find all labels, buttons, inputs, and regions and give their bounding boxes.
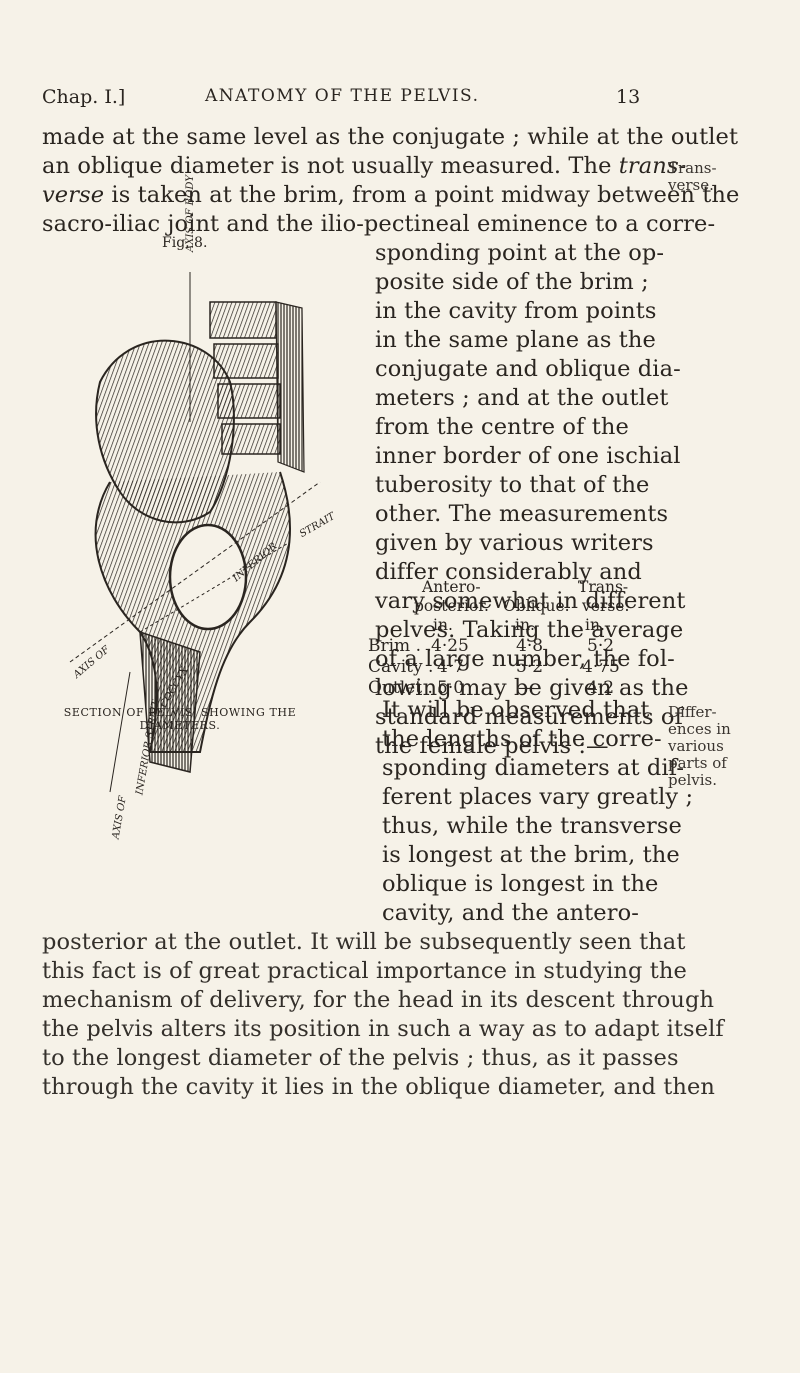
label-axis-of-bottom: AXIS OF [110, 795, 129, 840]
body-line: in the same plane as the [375, 327, 656, 353]
table-row-label-outlet: Outlet . . [368, 678, 444, 698]
body-line: ferent places vary greatly ; [382, 784, 694, 810]
table-header-ap-2: posterior. [414, 597, 489, 615]
body-line: the lengths of the corre- [382, 726, 662, 752]
body-line: tuberosity to that of the [375, 472, 650, 498]
body-line: differ considerably and [375, 559, 642, 585]
figure-caption: SECTION OF PELVIS, SHOWING THE DIAMETERS… [63, 706, 297, 732]
chapter-label: Chap. I.] [42, 86, 126, 108]
body-line: standard measurements of [375, 704, 683, 730]
body-line: other. The measurements [375, 501, 669, 527]
table-cell: 5·2 [516, 657, 544, 677]
body-line: mechanism of delivery, for the head in i… [42, 987, 715, 1013]
side-note-differences: Differ- ences in various parts of pelvis… [668, 703, 731, 789]
superior-strait-line [69, 481, 321, 663]
body-line: an oblique diameter is not usually measu… [42, 153, 687, 179]
table-unit: in. [585, 616, 605, 634]
table-cell: 4·7 [437, 657, 465, 677]
page-title: ANATOMY OF THE PELVIS. [205, 86, 480, 106]
body-line: of a large number, the fol- [375, 646, 675, 672]
pelvis-figure: Fig. 8. AXIS OF BO [40, 175, 340, 840]
body-line: cavity, and the antero- [382, 900, 639, 926]
table-cell: — [518, 678, 535, 698]
body-line: It will be observed that [382, 697, 650, 723]
table-cell: 4·2 [587, 678, 615, 698]
body-line: posite side of the brim ; [375, 269, 649, 295]
table-header-trans-1: Trans- [578, 578, 629, 596]
body-line: is longest at the brim, the [382, 842, 680, 868]
table-cell: 4·8 [516, 636, 544, 656]
body-line: given by various writers [375, 530, 654, 556]
body-line: sponding point at the op- [375, 240, 665, 266]
body-line: conjugate and oblique dia- [375, 356, 681, 382]
body-line: inner border of one ischial [375, 443, 681, 469]
running-head: Chap. I.] ANATOMY OF THE PELVIS. 13 [0, 86, 800, 110]
table-cell: 4·25 [431, 636, 469, 656]
body-line: vary somewhat in different [375, 588, 686, 614]
body-line: to the longest diameter of the pelvis ; … [42, 1045, 679, 1071]
body-line: sponding diameters at dif- [382, 755, 685, 781]
table-row-label-brim: Brim . . [368, 636, 432, 656]
page-number: 13 [616, 86, 641, 108]
body-line: through the cavity it lies in the obliqu… [42, 1074, 715, 1100]
axis-of-strait-line [109, 671, 131, 793]
table-cell: 5·2 [587, 636, 615, 656]
table-cell: 4·75 [582, 657, 620, 677]
body-line: oblique is longest in the [382, 871, 659, 897]
table-unit: in. [433, 616, 453, 634]
table-header-ap-1: Antero- [422, 578, 481, 596]
side-note-transverse: Trans- verse. [668, 159, 717, 194]
table-header-oblique: Oblique. [503, 597, 570, 615]
body-line: sacro-iliac joint and the ilio-pectineal… [42, 211, 716, 237]
body-line: verse is taken at the brim, from a point… [42, 182, 740, 208]
pelvis-section-illustration [69, 272, 321, 793]
body-line: the female pelvis :— [375, 733, 609, 759]
body-line: the pelvis alters its position in such a… [42, 1016, 724, 1042]
table-cell: 5·0 [437, 678, 465, 698]
table-unit: in. [515, 616, 535, 634]
body-line: thus, while the transverse [382, 813, 682, 839]
body-line: posterior at the outlet. It will be subs… [42, 929, 686, 955]
label-axis-of-body: AXIS OF BODY [185, 175, 196, 252]
table-header-trans-2: verse. [582, 597, 630, 615]
body-line: made at the same level as the conjugate … [42, 124, 739, 150]
inferior-strait-line [139, 541, 291, 633]
body-line: this fact is of great practical importan… [42, 958, 687, 984]
body-line: lowing may be given as the [375, 675, 689, 701]
table-row-label-cavity: Cavity . [368, 657, 434, 677]
body-line: in the cavity from points [375, 298, 657, 324]
body-line: from the centre of the [375, 414, 629, 440]
body-line: meters ; and at the outlet [375, 385, 669, 411]
figure-label: Fig. 8. [162, 235, 208, 251]
body-line: pelves. Taking the average [375, 617, 684, 643]
ischium [139, 630, 201, 773]
